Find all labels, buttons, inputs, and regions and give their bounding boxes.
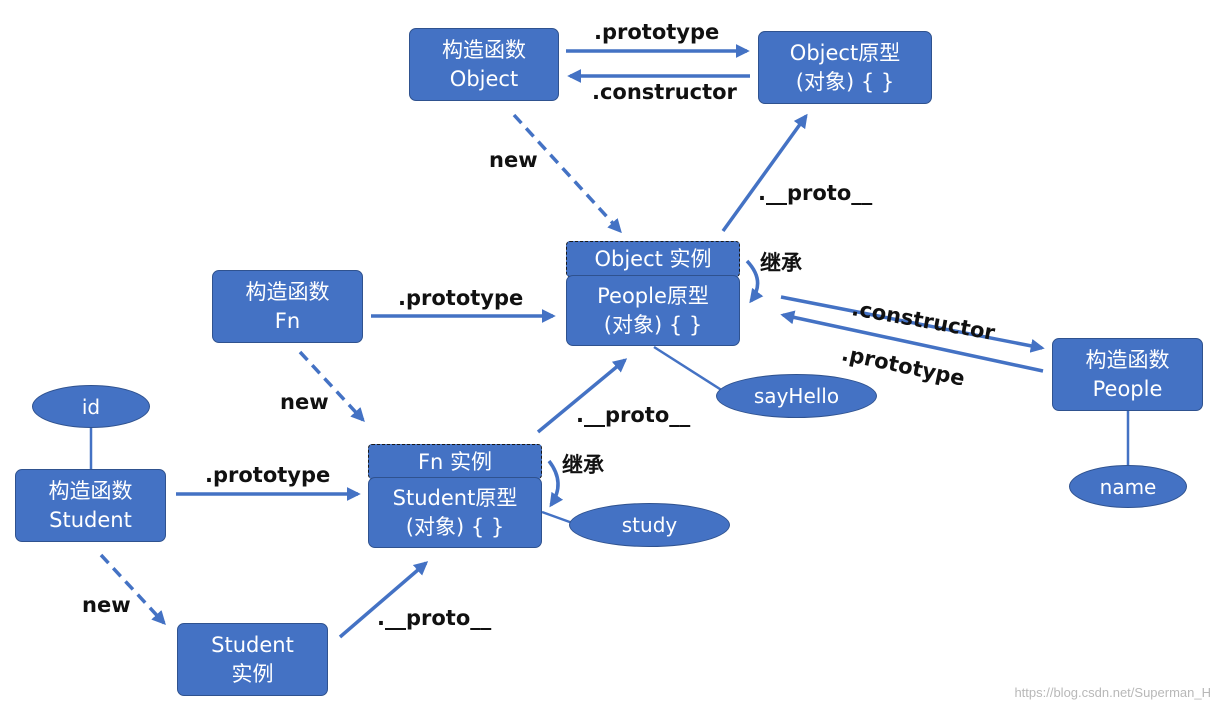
property-sayhello: sayHello: [716, 374, 877, 418]
node-line: People: [1092, 376, 1163, 401]
property-name: name: [1069, 465, 1187, 508]
node-line: 构造函数: [245, 279, 330, 304]
node-fn-constructor: 构造函数 Fn: [212, 270, 363, 343]
arrow-inherit-people: [745, 259, 764, 304]
node-student-instance: Student 实例: [177, 623, 328, 696]
node-line: (对象) { }: [405, 514, 505, 539]
node-line: 构造函数: [442, 37, 526, 62]
node-object-instance: Object 实例: [566, 241, 740, 277]
node-object-constructor: 构造函数 Object: [409, 28, 559, 101]
label-fn-new: new: [280, 390, 329, 414]
node-object-prototype: Object原型 (对象) { }: [758, 31, 932, 104]
node-line: 实例: [231, 661, 274, 686]
node-line: Object原型: [789, 40, 901, 65]
node-people-constructor: 构造函数 People: [1052, 338, 1203, 411]
node-student-prototype: Student原型 (对象) { }: [368, 477, 542, 548]
arrow-people-prototype: [780, 310, 1044, 373]
node-line: Object 实例: [594, 247, 712, 271]
label-object-prototype: .prototype: [594, 20, 720, 44]
label-inherit-student: 继承: [562, 453, 604, 477]
property-id: id: [32, 385, 150, 428]
node-line: People原型: [597, 283, 709, 308]
label-fn-prototype: .prototype: [398, 286, 524, 310]
label-people-proto: .__proto__: [758, 181, 873, 205]
arrow-people-proto-to-object-proto: [721, 113, 808, 233]
node-fn-instance: Fn 实例: [368, 444, 542, 479]
arrow-student-proto-to-people-proto: [536, 358, 628, 434]
node-line: 构造函数: [1085, 347, 1170, 372]
label-instance-proto: .__proto__: [377, 606, 492, 630]
node-line: Fn 实例: [417, 449, 493, 474]
label-object-constructor: .constructor: [592, 80, 737, 104]
node-line: Fn: [274, 308, 301, 333]
node-line: (对象) { }: [795, 69, 895, 94]
label-inherit-people: 继承: [760, 251, 802, 275]
arrow-object-new: [512, 113, 622, 234]
property-label: sayHello: [753, 384, 840, 408]
property-label: name: [1099, 474, 1157, 499]
arrow-fn-new: [298, 350, 365, 423]
node-student-constructor: 构造函数 Student: [15, 469, 166, 542]
node-line: Student: [211, 632, 294, 657]
node-line: 构造函数: [48, 478, 133, 503]
node-line: Student: [49, 507, 132, 532]
node-line: Object: [449, 66, 519, 91]
label-student-proto: .__proto__: [576, 403, 691, 427]
arrow-student-new: [99, 553, 166, 626]
label-object-new: new: [489, 148, 538, 172]
watermark: https://blog.csdn.net/Superman_H: [1014, 685, 1211, 700]
property-label: study: [621, 513, 678, 537]
arrow-people-constructor: [780, 295, 1045, 353]
property-label: id: [81, 394, 101, 419]
label-student-new: new: [82, 593, 131, 617]
arrow-inherit-student: [547, 459, 564, 508]
node-line: Student原型: [392, 485, 518, 510]
arrow-instance-proto: [338, 561, 429, 639]
node-line: (对象) { }: [603, 312, 703, 337]
label-student-prototype: .prototype: [205, 463, 331, 487]
property-study: study: [569, 503, 730, 547]
node-people-prototype: People原型 (对象) { }: [566, 275, 740, 346]
